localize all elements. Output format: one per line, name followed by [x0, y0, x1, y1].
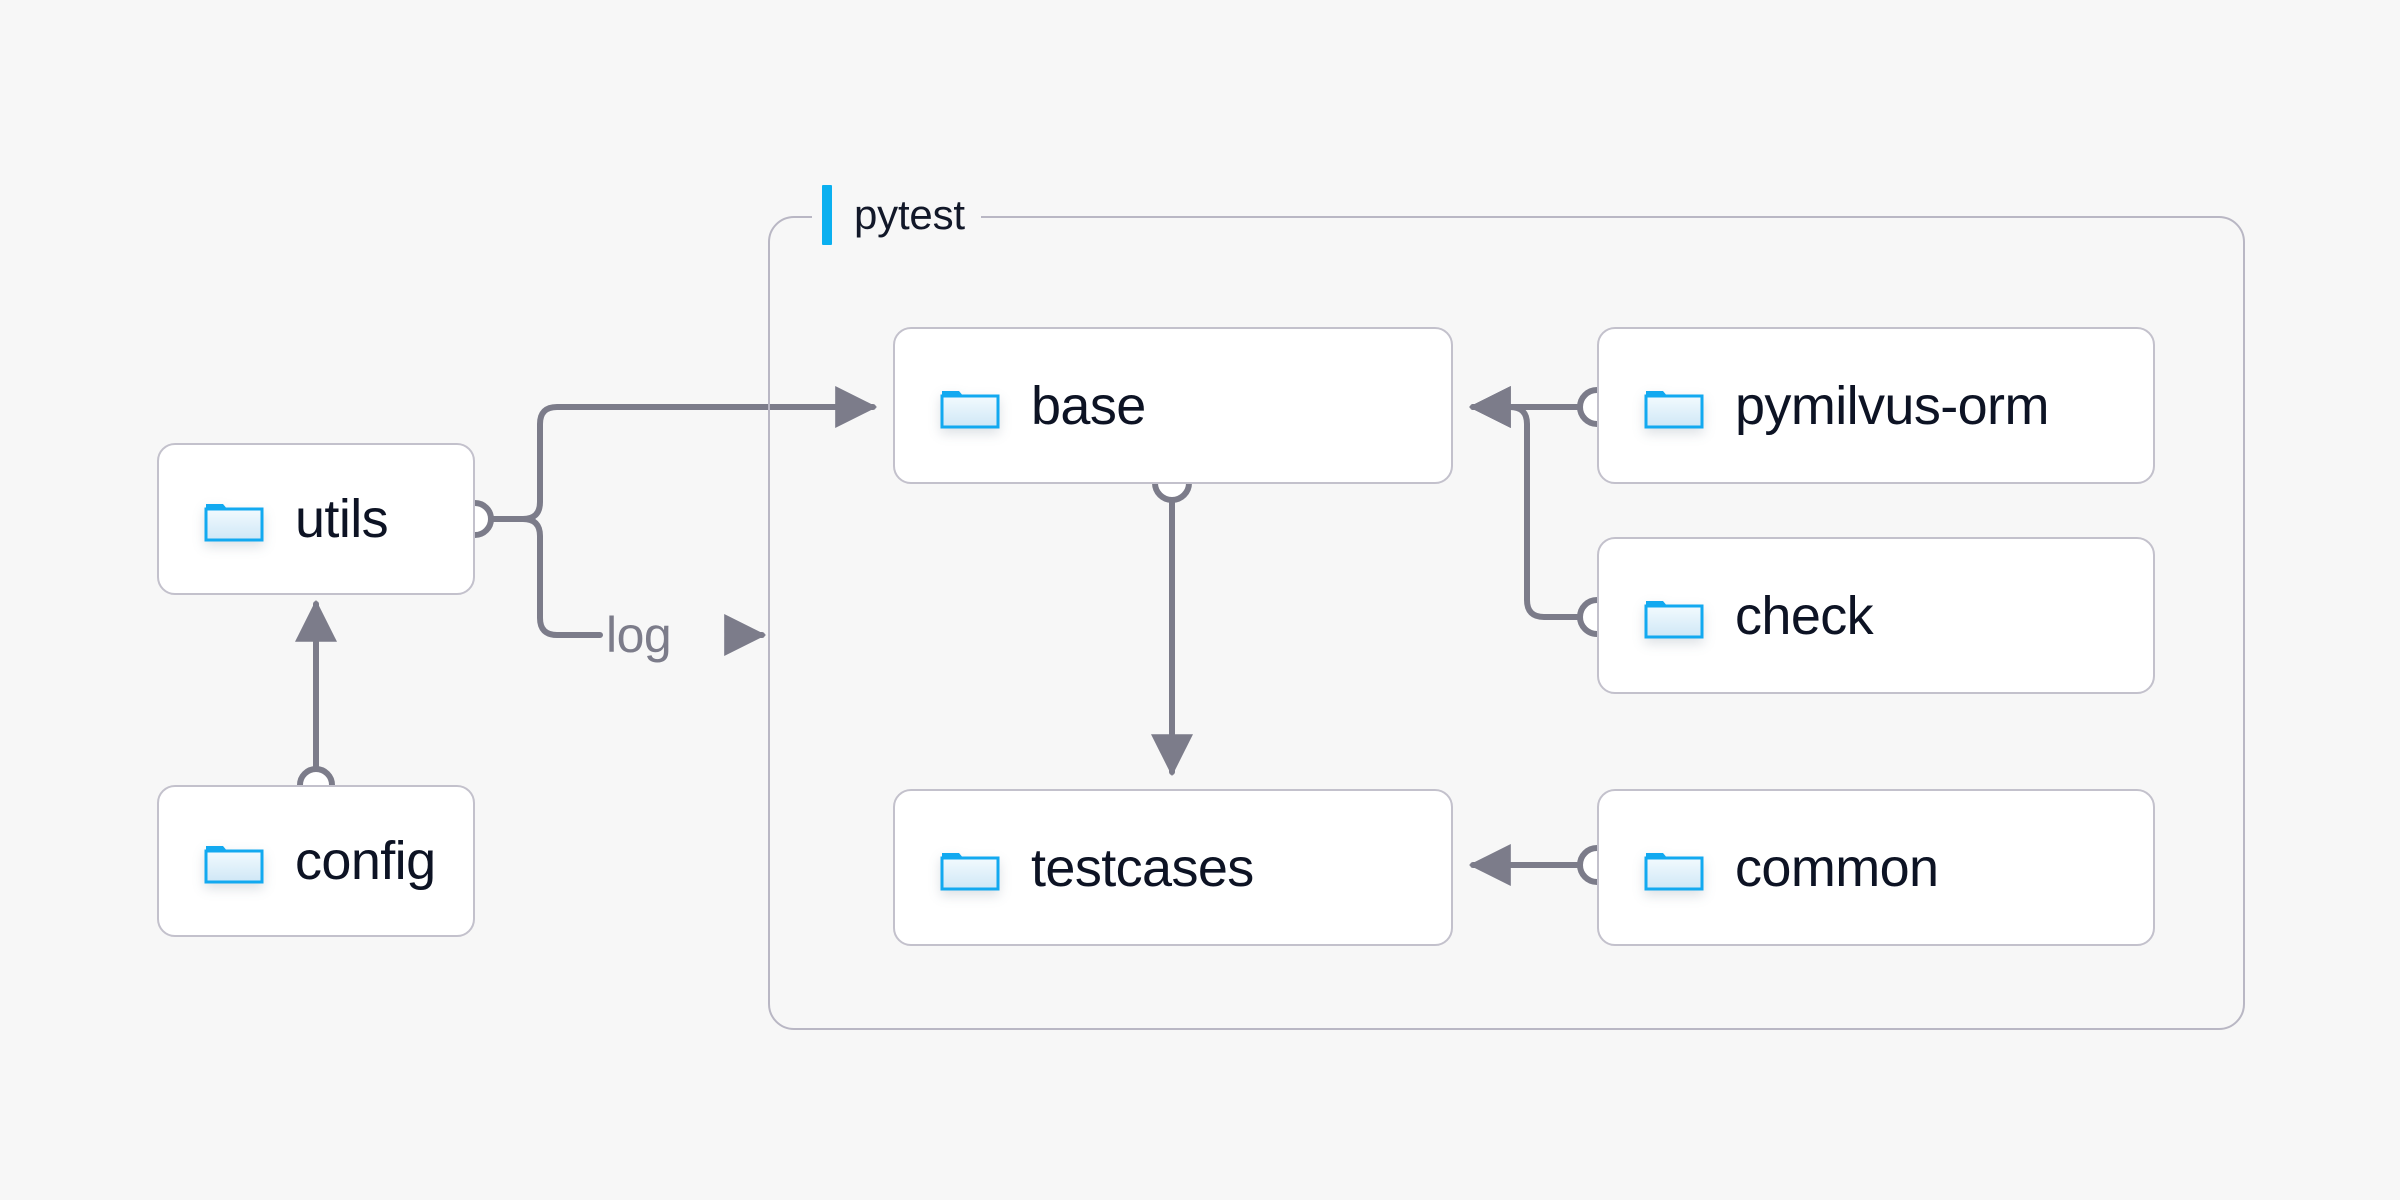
folder-icon	[939, 380, 1001, 432]
pytest-group-container	[768, 216, 2245, 1030]
folder-icon	[1643, 842, 1705, 894]
node-testcases-label: testcases	[1031, 837, 1254, 898]
node-base-label: base	[1031, 375, 1146, 436]
edge-label-log: log	[606, 607, 672, 663]
folder-icon	[203, 493, 265, 545]
pytest-group-label-text: pytest	[854, 191, 965, 238]
node-common-label: common	[1735, 837, 1939, 898]
accent-bar-icon	[822, 185, 832, 245]
folder-icon	[1643, 590, 1705, 642]
node-common[interactable]: common	[1597, 789, 2155, 946]
node-utils-label: utils	[295, 489, 389, 549]
edge-utils-to-log	[520, 516, 603, 638]
pytest-group-label: pytest	[812, 185, 981, 245]
node-testcases[interactable]: testcases	[893, 789, 1453, 946]
folder-icon	[1643, 380, 1705, 432]
node-base[interactable]: base	[893, 327, 1453, 484]
node-check[interactable]: check	[1597, 537, 2155, 694]
node-pymilvus-orm[interactable]: pymilvus-orm	[1597, 327, 2155, 484]
node-config-label: config	[295, 831, 436, 891]
node-config[interactable]: config	[157, 785, 475, 937]
node-pymilvus-orm-label: pymilvus-orm	[1735, 375, 2049, 436]
folder-icon	[939, 842, 1001, 894]
node-utils[interactable]: utils	[157, 443, 475, 595]
folder-icon	[203, 835, 265, 887]
node-check-label: check	[1735, 585, 1874, 646]
